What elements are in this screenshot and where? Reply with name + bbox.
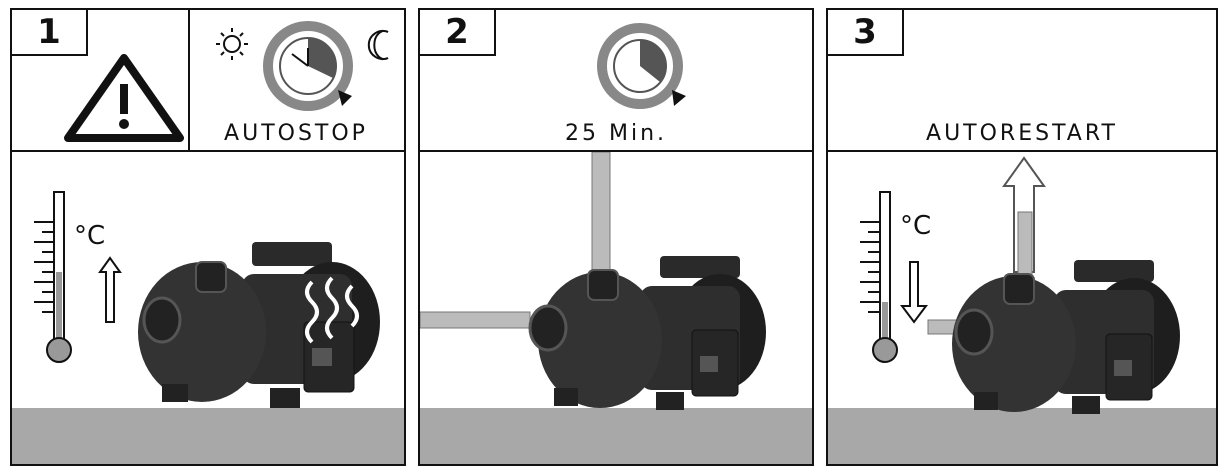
floor-strip	[828, 408, 1216, 464]
warning-triangle-icon	[64, 54, 184, 142]
step-panel-2: 2 25 Min.	[418, 8, 814, 466]
arrow-up-icon	[98, 256, 122, 323]
step-panel-3: 3 AUTORESTART °C	[826, 8, 1218, 466]
step-1-scene: °C	[12, 152, 404, 464]
arrow-down-icon	[900, 261, 928, 324]
step-2-header: 2 25 Min.	[420, 10, 812, 152]
step-1-header: 1	[12, 10, 404, 152]
floor-strip	[420, 408, 812, 464]
header-divider	[188, 10, 190, 150]
pump-image	[952, 260, 1180, 414]
moon-icon	[367, 30, 389, 60]
thermometer-icon	[860, 191, 898, 363]
floor-strip	[12, 408, 404, 464]
step-number-2: 2	[420, 10, 496, 56]
step-3-header: 3 AUTORESTART	[828, 10, 1216, 152]
step-number-1: 1	[12, 10, 88, 56]
pump-waiting-scene	[420, 152, 766, 410]
clock-cycle-icon	[263, 21, 353, 111]
thermometer-icon	[34, 191, 72, 363]
step-3-scene: °C	[828, 152, 1216, 464]
step-2-scene	[420, 152, 812, 464]
step-panel-1: 1	[10, 8, 406, 466]
autostop-cycle-graphic	[216, 21, 389, 111]
clock-cycle-icon	[597, 23, 686, 109]
step-2-caption: 25 Min.	[564, 121, 668, 146]
sun-icon	[216, 28, 248, 60]
step-3-caption: AUTORESTART	[926, 121, 1118, 146]
pump-restart-scene: °C	[860, 156, 1180, 414]
pump-hot-scene: °C	[34, 191, 380, 408]
temperature-unit-label: °C	[900, 211, 931, 241]
step-1-caption: AUTOSTOP	[224, 121, 368, 146]
temperature-unit-label: °C	[74, 221, 105, 251]
pump-image	[528, 256, 766, 410]
step-number-3: 3	[828, 10, 904, 56]
pump-image	[138, 242, 380, 408]
